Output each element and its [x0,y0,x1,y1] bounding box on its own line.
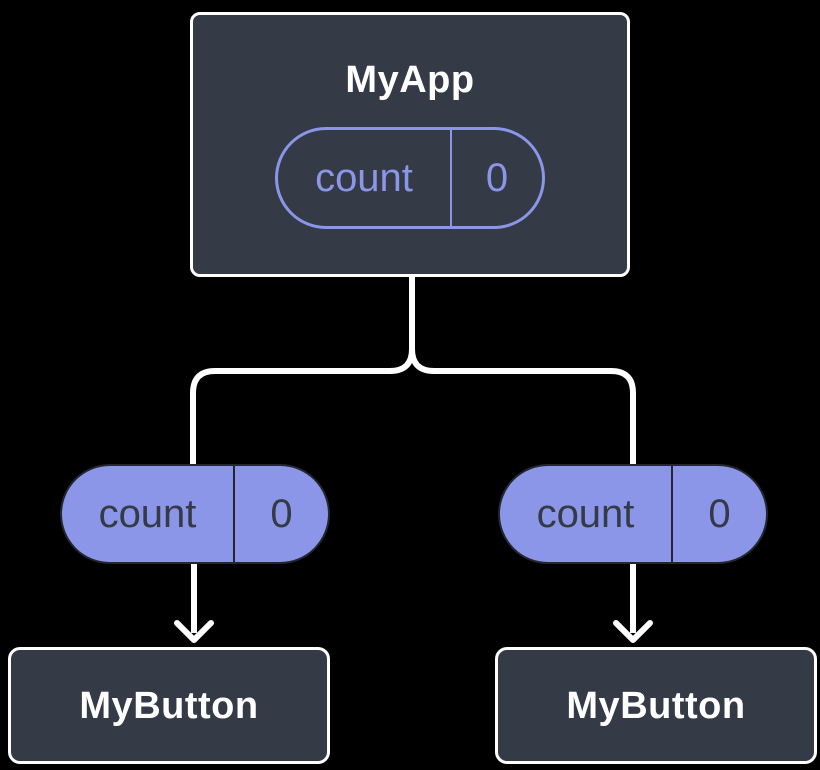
prop-value-label: 0 [671,466,766,562]
state-value-label: 0 [450,130,542,226]
myapp-title: MyApp [345,59,475,101]
arrow-right-head [613,620,653,643]
prop-name-label: count [536,492,635,536]
mybutton-left-component-box: MyButton [8,647,330,764]
mybutton-right-title: MyButton [566,684,746,727]
mybutton-left-title: MyButton [79,684,259,727]
prop-pill-left: count 0 [60,464,330,564]
prop-name-label: count [98,492,197,536]
prop-value-label: 0 [233,466,328,562]
fork-branch-left [190,276,415,467]
myapp-component-box: MyApp count 0 [190,12,630,277]
arrow-left-head [174,620,214,643]
myapp-state-pill: count 0 [275,127,545,229]
prop-pill-right: count 0 [498,464,768,564]
state-name-label: count [315,156,413,200]
fork-branch-right [409,276,636,467]
mybutton-right-component-box: MyButton [495,647,817,764]
